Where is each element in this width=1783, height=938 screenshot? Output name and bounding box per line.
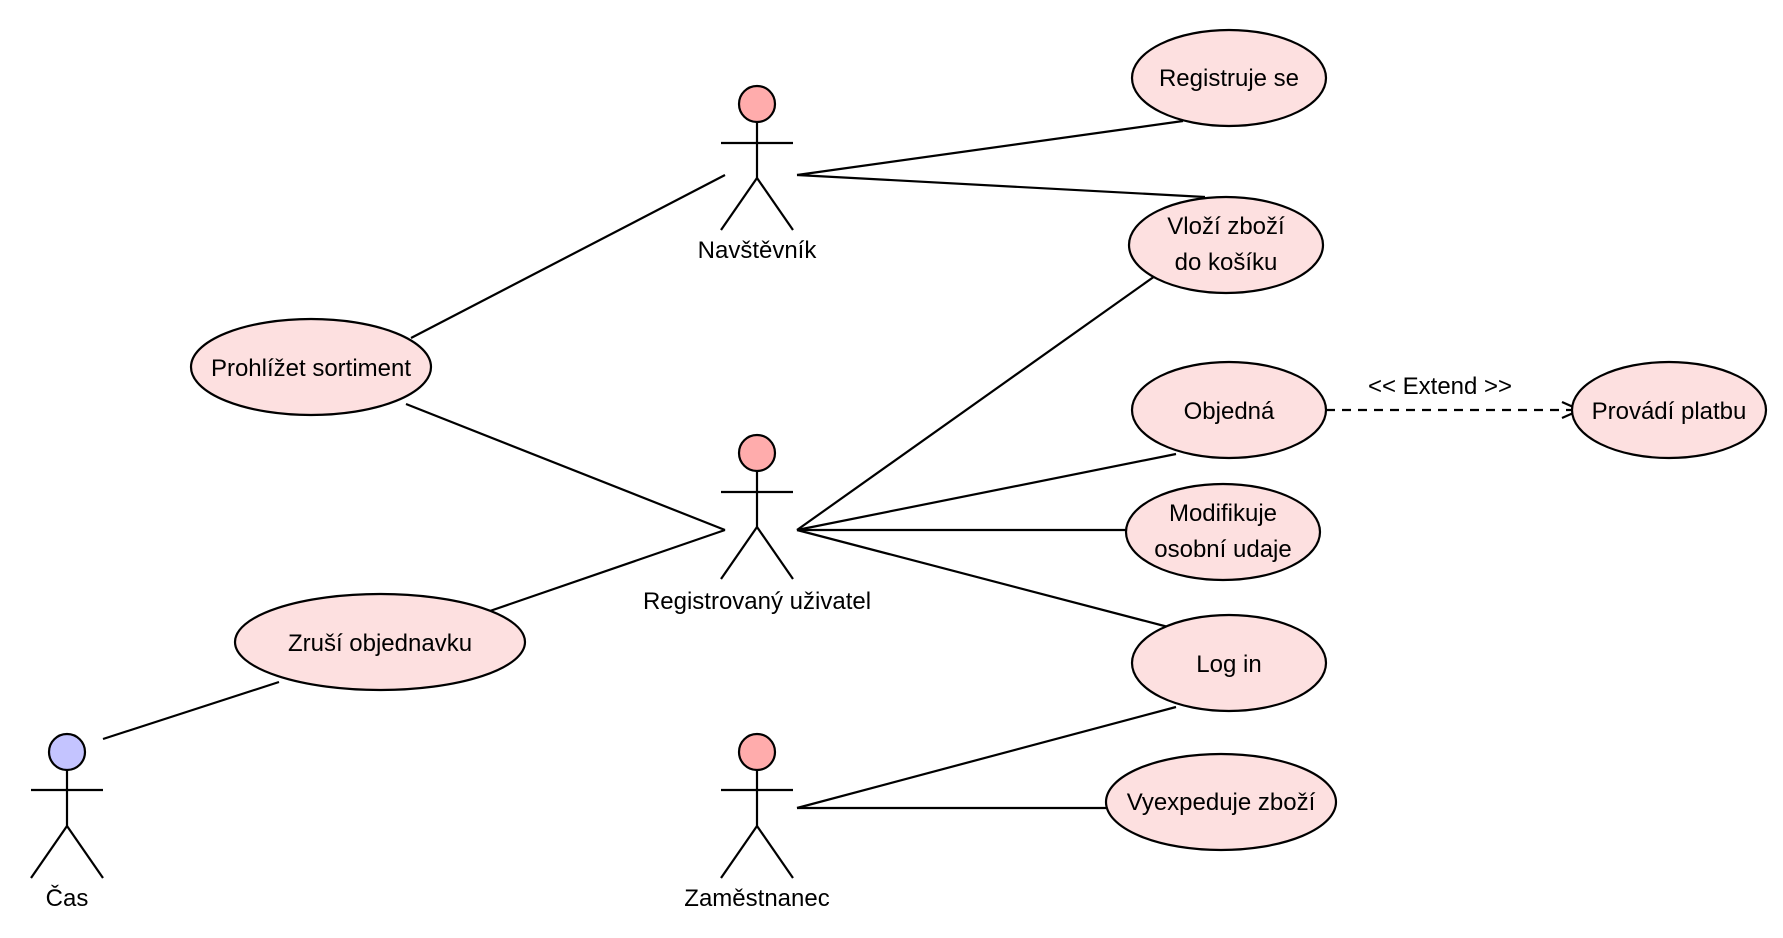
stick-figure-icon [720, 433, 794, 580]
usecase-label-add-to-cart-line1: Vloží zboží [1167, 213, 1285, 240]
association-user-cancel-order [486, 528, 726, 614]
actor-label-employee: Zaměstnanec [684, 885, 829, 912]
actor-employee: Zaměstnanec [684, 732, 830, 912]
actor-label-visitor: Navštěvník [698, 237, 818, 264]
actor-registered-user: Registrovaný uživatel [643, 433, 871, 615]
association-visitor-register [796, 119, 1184, 177]
association-visitor-browse [410, 174, 726, 339]
usecase-register: Registruje se [1130, 28, 1328, 128]
actor-time: Čas [30, 732, 104, 912]
extend-label: << Extend >> [1368, 373, 1512, 400]
actor-label-time: Čas [46, 884, 89, 912]
usecase-payment: Provádí platbu [1570, 360, 1768, 460]
association-user-order [796, 452, 1177, 532]
usecase-order: Objedná [1130, 360, 1328, 460]
usecase-label-modify-profile-line1: Modifikuje [1169, 500, 1277, 527]
association-employee-login [796, 705, 1177, 810]
associations [102, 119, 1580, 810]
usecase-ship-goods: Vyexpeduje zboží [1104, 752, 1338, 852]
usecase-label-register: Registruje se [1159, 65, 1299, 92]
usecase-cancel-order: Zruší objednavku [233, 592, 527, 692]
actor-visitor: Navštěvník [698, 84, 818, 264]
usecase-browse: Prohlížet sortiment [189, 317, 433, 417]
association-visitor-add-to-cart [796, 173, 1206, 199]
usecase-add-to-cart: Vloží zboží do košíku [1127, 195, 1325, 295]
actor-label-registered-user: Registrovaný uživatel [643, 588, 871, 615]
association-user-add-to-cart [796, 275, 1156, 531]
usecase-label-payment: Provádí platbu [1592, 398, 1747, 425]
usecase-label-login: Log in [1196, 651, 1261, 678]
usecase-modify-profile: Modifikuje osobní udaje [1124, 482, 1322, 582]
usecase-login: Log in [1130, 613, 1328, 713]
usecase-label-modify-profile-line2: osobní udaje [1154, 536, 1291, 563]
association-user-browse [405, 402, 726, 532]
stick-figure-icon [720, 732, 794, 879]
usecase-label-ship-goods: Vyexpeduje zboží [1127, 789, 1316, 816]
stick-figure-icon [720, 84, 794, 231]
usecase-label-add-to-cart-line2: do košíku [1175, 249, 1278, 276]
association-time-cancel-order [102, 680, 280, 741]
usecase-label-browse: Prohlížet sortiment [211, 355, 411, 382]
usecase-label-order: Objedná [1184, 398, 1275, 425]
association-user-login [796, 528, 1173, 630]
stick-figure-icon [30, 732, 104, 879]
usecase-label-cancel-order: Zruší objednavku [288, 630, 472, 657]
